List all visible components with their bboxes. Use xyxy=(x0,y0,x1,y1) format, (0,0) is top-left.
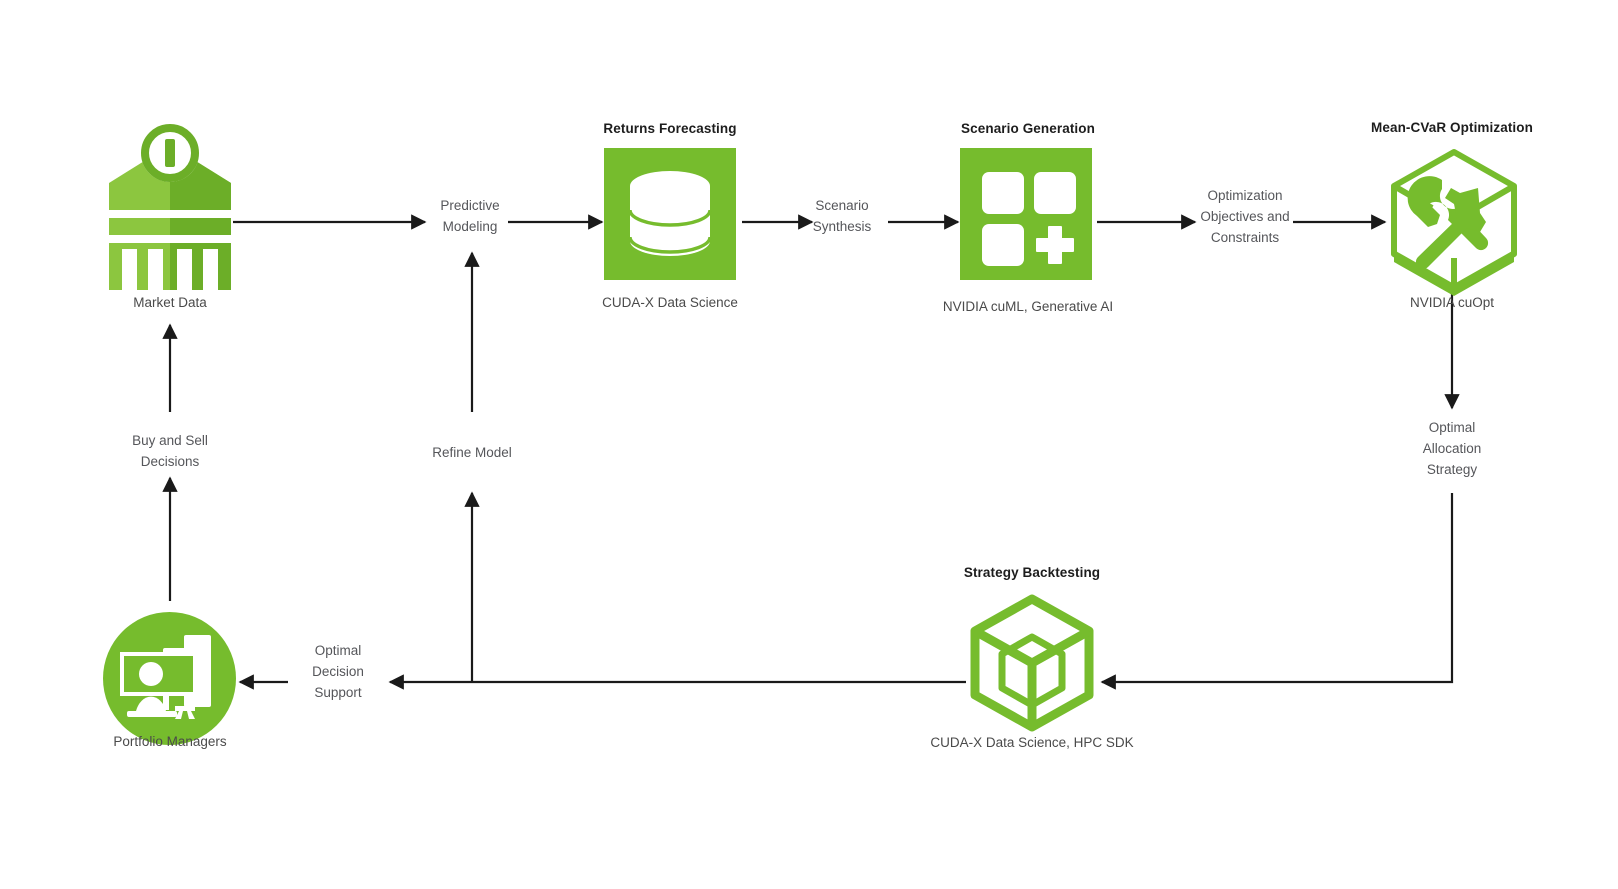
title-scenario-generation: Scenario Generation xyxy=(961,121,1095,136)
label-line: Optimal xyxy=(1428,420,1476,435)
title-returns-forecasting: Returns Forecasting xyxy=(603,121,737,136)
node-scenario-generation[interactable] xyxy=(960,148,1092,280)
label-buy-and-sell-decisions: Buy and Sell Decisions xyxy=(132,430,208,472)
bank-building-icon xyxy=(105,124,235,290)
label-line: Objectives and xyxy=(1200,209,1290,224)
title-mean-cvar-optimization: Mean-CVaR Optimization xyxy=(1371,120,1533,135)
label-line: Predictive xyxy=(440,198,500,213)
label-line: Synthesis xyxy=(812,219,872,234)
label-line: Buy and Sell xyxy=(132,433,208,448)
caption-returns-forecasting: CUDA-X Data Science xyxy=(602,295,738,310)
person-workstation-icon xyxy=(120,635,211,719)
node-returns-forecasting[interactable] xyxy=(604,148,736,280)
label-line: Decision xyxy=(312,664,364,679)
label-line: Decisions xyxy=(140,454,200,469)
label-line: Allocation xyxy=(1422,441,1482,456)
caption-portfolio-managers: Portfolio Managers xyxy=(113,734,227,749)
label-line: Support xyxy=(314,685,362,700)
title-strategy-backtesting: Strategy Backtesting xyxy=(963,565,1101,580)
label-optimal-decision-support: Optimal Decision Support xyxy=(312,640,364,703)
label-line: Refine Model xyxy=(432,445,512,460)
label-line: Modeling xyxy=(442,219,498,234)
node-portfolio-managers[interactable] xyxy=(103,612,236,745)
edge-allocation-to-backtesting xyxy=(1100,493,1454,690)
label-refine-model: Refine Model xyxy=(432,442,512,463)
label-optimal-allocation-strategy: Optimal Allocation Strategy xyxy=(1423,417,1482,480)
node-mean-cvar-optimization[interactable] xyxy=(1384,146,1524,296)
caption-mean-cvar-optimization: NVIDIA cuOpt xyxy=(1409,295,1495,310)
cube-outline-icon xyxy=(970,594,1094,732)
caption-market-data: Market Data xyxy=(133,295,207,310)
database-cylinder-icon xyxy=(628,171,712,256)
label-line: Scenario xyxy=(815,198,869,213)
caption-strategy-backtesting: CUDA-X Data Science, HPC SDK xyxy=(930,735,1134,750)
grid-plus-icon xyxy=(982,172,1076,266)
label-scenario-synthesis: Scenario Synthesis xyxy=(813,195,872,237)
label-line: Constraints xyxy=(1210,230,1280,245)
label-predictive-modeling: Predictive Modeling xyxy=(440,195,499,237)
caption-scenario-generation: NVIDIA cuML, Generative AI xyxy=(942,299,1114,314)
node-market-data[interactable] xyxy=(105,124,235,290)
label-line: Optimal xyxy=(314,643,362,658)
label-line: Strategy xyxy=(1426,462,1478,477)
node-strategy-backtesting[interactable] xyxy=(967,593,1097,733)
label-optimization-objectives: Optimization Objectives and Constraints xyxy=(1200,185,1289,248)
cube-tools-icon xyxy=(1391,149,1517,296)
label-line: Optimization xyxy=(1207,188,1283,203)
